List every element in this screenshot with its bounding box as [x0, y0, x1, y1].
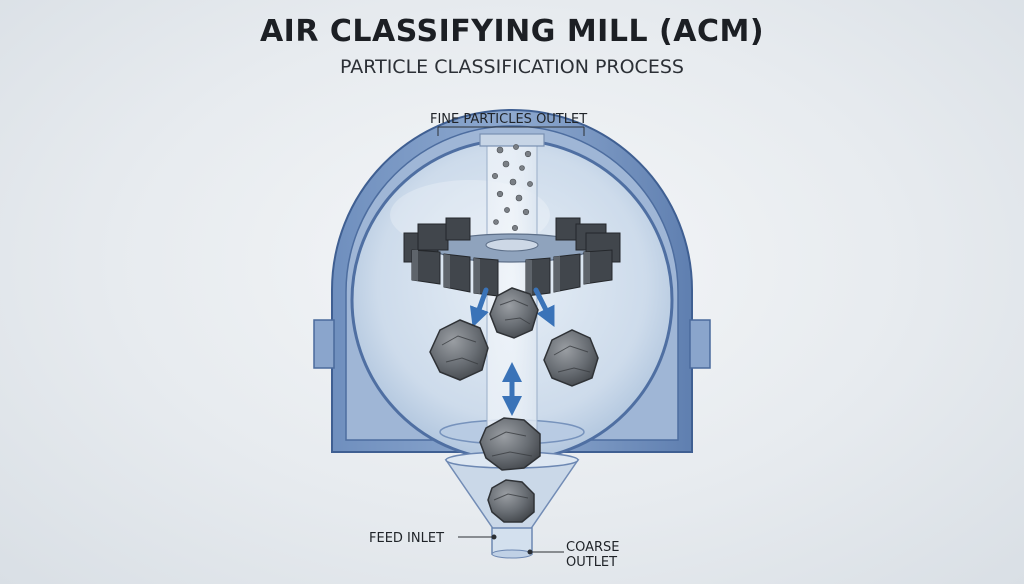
rock-left	[429, 319, 489, 381]
label-fine-particles-outlet: FINE PARTICLES OUTLET	[430, 112, 588, 127]
diagram-title: AIR CLASSIFYING MILL (ACM)	[259, 14, 765, 49]
coarse-particles	[429, 287, 599, 523]
diagram-subtitle: PARTICLE CLASSIFICATION PROCESS	[340, 56, 684, 78]
label-coarse-outlet-line2: OUTLET	[566, 555, 618, 570]
classifier-rotor	[403, 217, 621, 297]
rock-bowl	[479, 417, 541, 471]
label-coarse-outlet-line1: COARSE	[566, 540, 620, 555]
airflow-arrows	[469, 287, 555, 416]
rock-funnel	[487, 479, 535, 523]
right-side-port	[689, 319, 711, 369]
label-feed-inlet: FEED INLET	[369, 531, 445, 546]
label-leaders	[437, 126, 585, 555]
rock-facets	[441, 299, 591, 501]
outlet-collar	[479, 133, 545, 147]
rotor-hub	[485, 238, 539, 252]
left-side-port	[313, 319, 335, 369]
rock-top-center	[489, 287, 539, 339]
rotor-blade-highlights	[412, 250, 590, 296]
label-coarse-outlet: COARSE OUTLET	[566, 540, 619, 570]
rock-right	[543, 329, 599, 387]
